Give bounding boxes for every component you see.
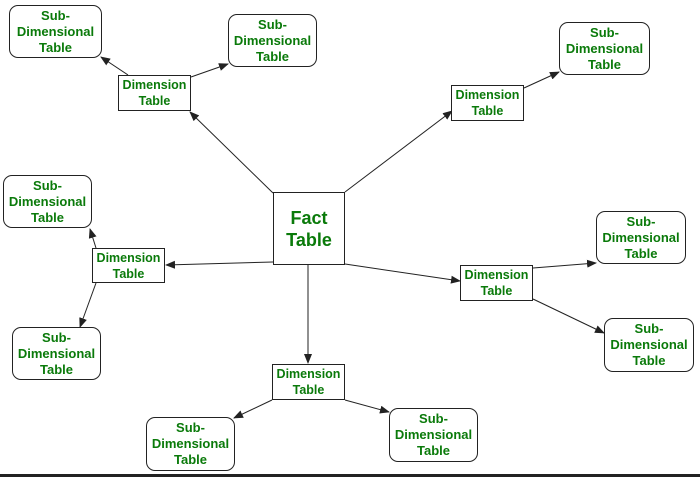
edge-dim-lowr-to-sub-e: [532, 259, 597, 269]
edge-dim-lowr-to-sub-g: [532, 298, 605, 334]
edge-dim-right-to-sub-c: [523, 71, 560, 89]
sub-dimensional-table-top-a: Sub- Dimensional Table: [9, 5, 102, 58]
dimension-table-lower-right: Dimension Table: [460, 265, 533, 301]
edge-dim-top-to-sub-b: [190, 63, 229, 78]
edge-dim-left-to-sub-d: [88, 228, 97, 249]
edge-fact-to-dim-top: [189, 111, 274, 194]
dimension-table-bottom: Dimension Table: [272, 364, 345, 400]
edge-dim-left-to-sub-f: [79, 282, 97, 328]
dimension-table-left: Dimension Table: [92, 248, 165, 283]
edge-dim-bot-to-sub-i: [344, 399, 390, 414]
sub-dimensional-table-right-a: Sub- Dimensional Table: [559, 22, 650, 75]
sub-dimensional-table-left-b: Sub- Dimensional Table: [12, 327, 101, 380]
edge-fact-to-dim-right: [344, 110, 453, 193]
bottom-border-line: [0, 474, 700, 477]
sub-dimensional-table-left-a: Sub- Dimensional Table: [3, 175, 92, 228]
fact-table-node: Fact Table: [273, 192, 345, 265]
sub-dimensional-table-bottom-a: Sub- Dimensional Table: [146, 417, 235, 471]
dimension-table-right: Dimension Table: [451, 85, 524, 121]
edge-dim-top-to-sub-a: [100, 56, 129, 76]
edge-fact-to-dim-lower-right: [344, 263, 461, 284]
sub-dimensional-table-lower-right-a: Sub- Dimensional Table: [596, 211, 686, 264]
edge-dim-bot-to-sub-h: [233, 399, 273, 419]
edge-fact-to-dim-left: [165, 260, 274, 269]
sub-dimensional-table-lower-right-b: Sub- Dimensional Table: [604, 318, 694, 372]
sub-dimensional-table-top-b: Sub- Dimensional Table: [228, 14, 317, 67]
sub-dimensional-table-bottom-b: Sub- Dimensional Table: [389, 408, 478, 462]
dimension-table-top: Dimension Table: [118, 75, 191, 111]
